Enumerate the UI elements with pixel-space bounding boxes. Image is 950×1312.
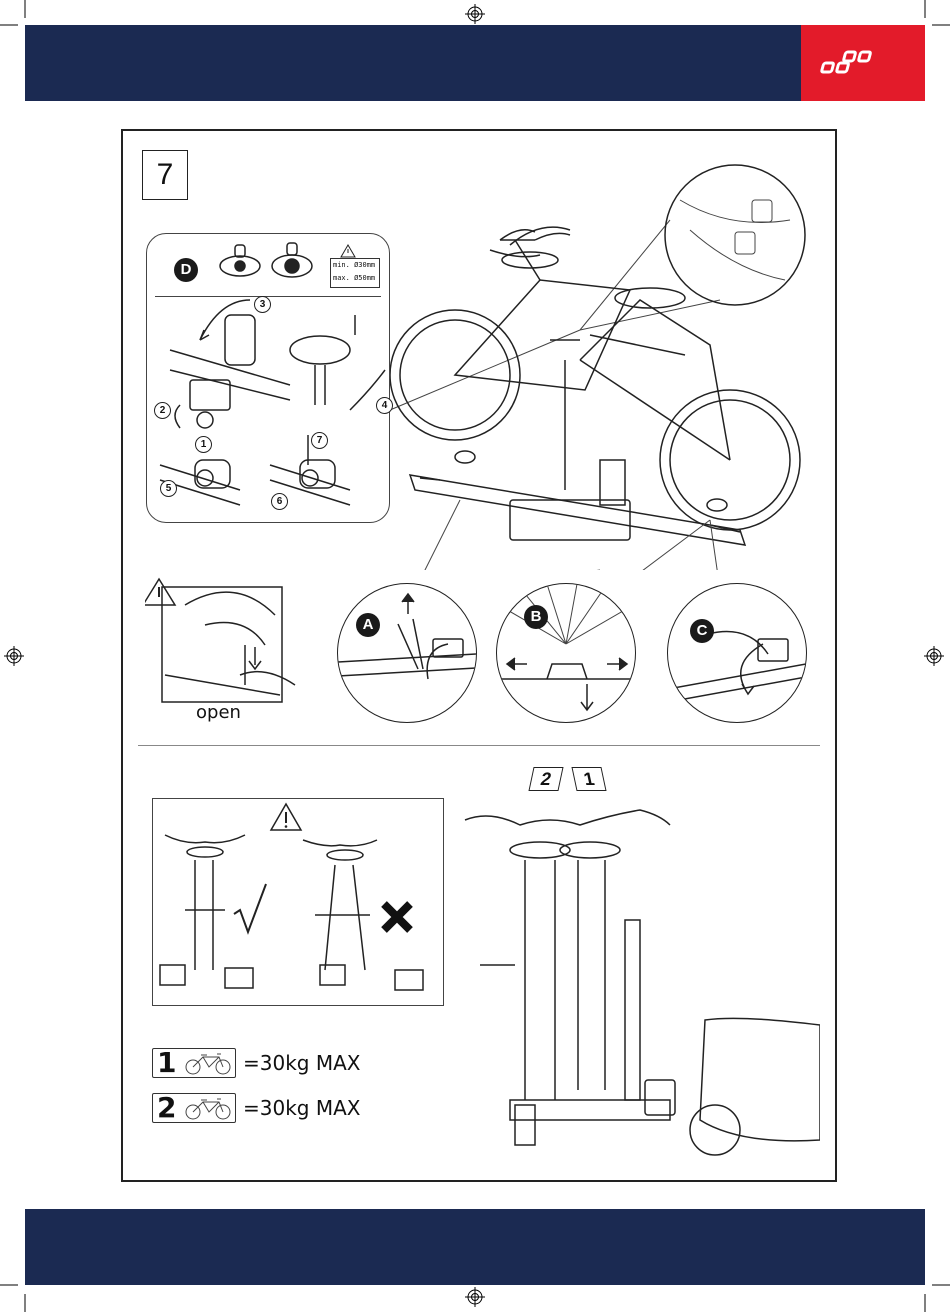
registration-mark-bottom	[465, 1287, 485, 1307]
zoom-detail-b	[496, 583, 636, 723]
zoom-c-label: C	[690, 619, 714, 643]
position-tag-2: 2	[528, 767, 563, 791]
checkmark-icon	[230, 880, 270, 942]
registration-mark-left	[4, 646, 24, 666]
clamp-steps-illustration	[150, 295, 388, 520]
rear-view-illustration	[460, 800, 820, 1172]
step-5-marker: 5	[160, 480, 177, 497]
step-4-marker: 4	[376, 397, 393, 414]
section-divider	[138, 745, 820, 746]
zoom-detail-c	[667, 583, 807, 723]
cross-icon	[380, 900, 414, 934]
legend-row-2-number: 2	[157, 1093, 176, 1123]
detail-d-label: D	[174, 258, 198, 282]
legend-row-1-text: =30kg MAX	[243, 1051, 360, 1075]
registration-mark-right	[924, 646, 944, 666]
spec-max: max. Ø50mm	[333, 272, 377, 285]
step-2-marker: 2	[154, 402, 171, 419]
frame-clamp-icons	[200, 240, 330, 285]
bike-carrier-illustration	[380, 160, 820, 570]
legend-row-2: 2	[152, 1093, 236, 1123]
open-label: open	[196, 702, 241, 723]
strap-open-illustration	[145, 575, 305, 720]
legend-row-1-number: 1	[157, 1048, 176, 1078]
step-3-marker: 3	[254, 296, 271, 313]
step-7-marker: 7	[311, 432, 328, 449]
bicycle-icon	[181, 1052, 235, 1076]
zoom-b-label: B	[524, 605, 548, 629]
warning-triangle-icon	[269, 802, 303, 832]
step-6-marker: 6	[271, 493, 288, 510]
bicycle-icon	[181, 1097, 235, 1121]
step-1-marker: 1	[195, 436, 212, 453]
step-number: 7	[142, 150, 188, 200]
spec-min: min. Ø30mm	[333, 259, 377, 272]
zoom-a-label: A	[356, 613, 380, 637]
position-tag-1: 1	[571, 767, 606, 791]
clamp-diameter-spec: min. Ø30mm max. Ø50mm	[330, 258, 380, 288]
warning-triangle-icon	[340, 244, 356, 258]
legend-row-2-text: =30kg MAX	[243, 1096, 360, 1120]
registration-mark-top	[465, 4, 485, 24]
zoom-detail-a	[337, 583, 477, 723]
legend-row-1: 1	[152, 1048, 236, 1078]
